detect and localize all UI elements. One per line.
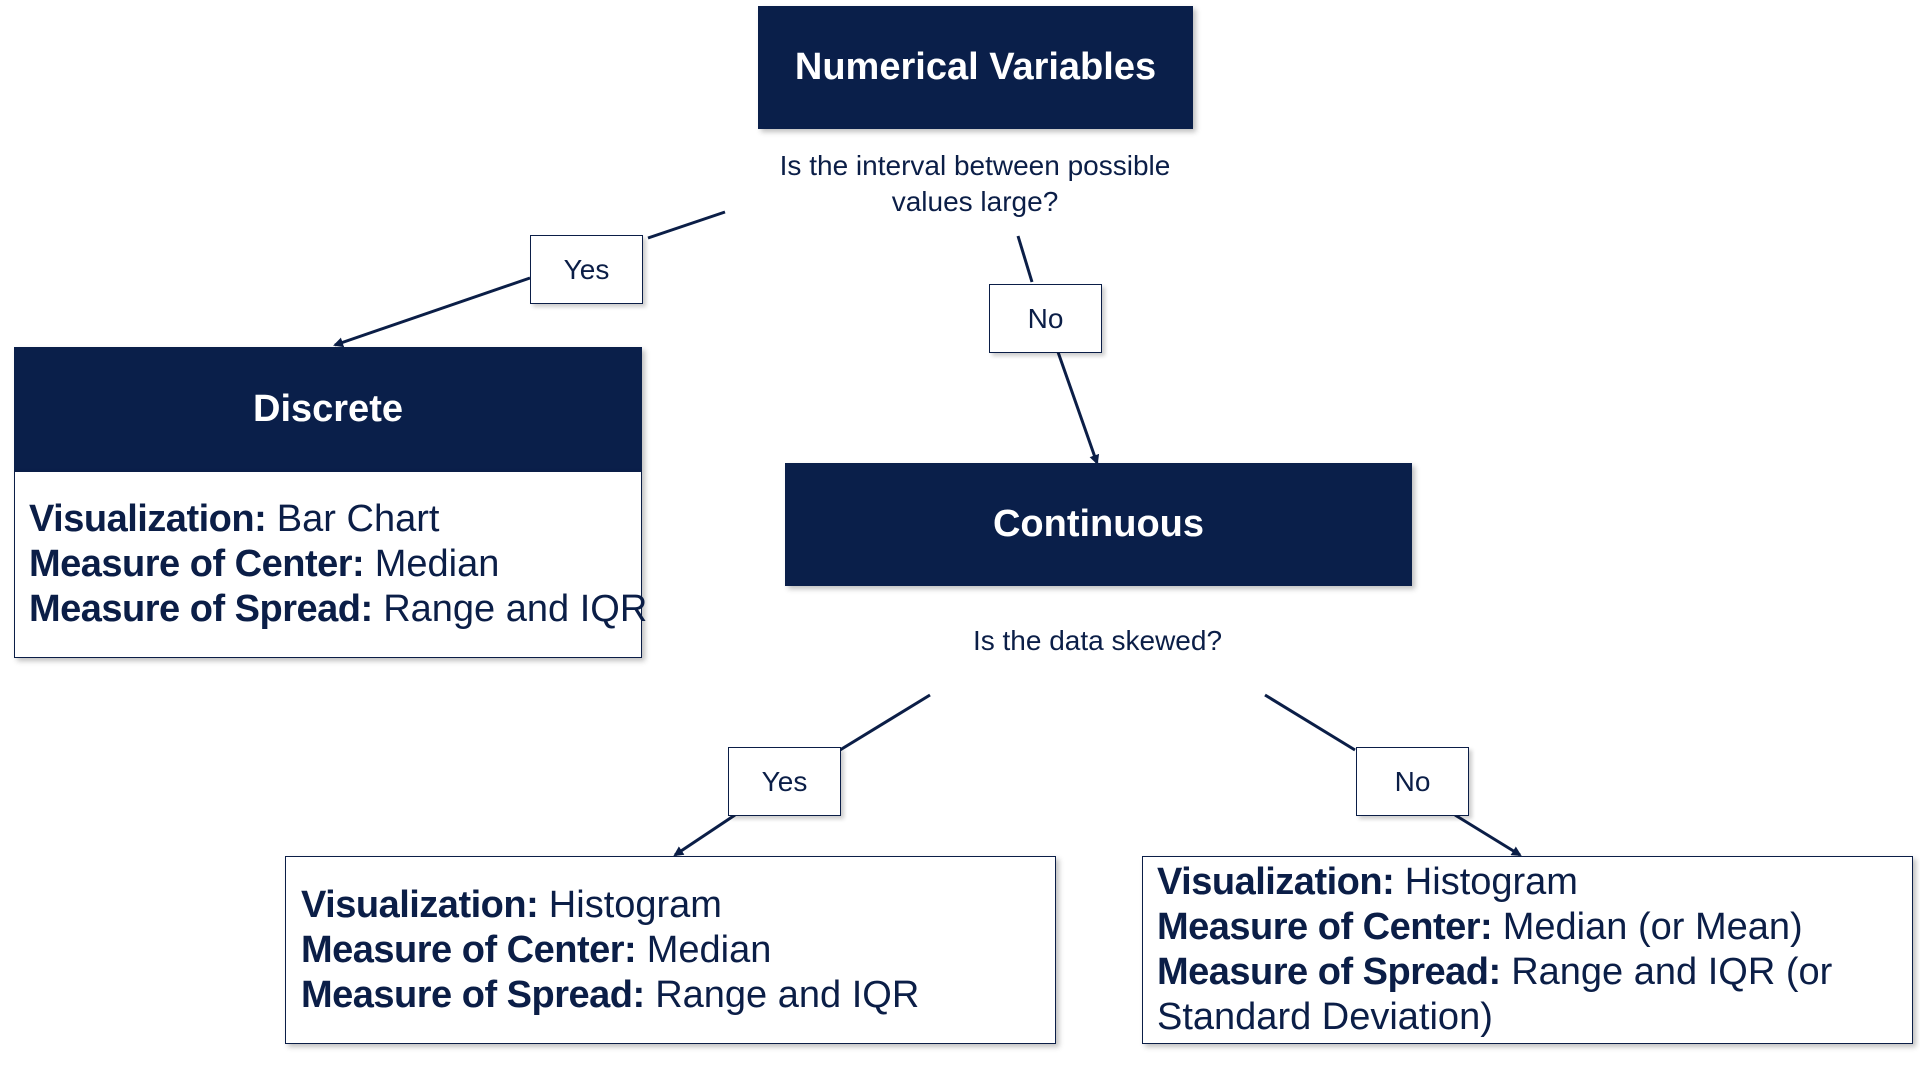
edge-cont-no-lower — [1454, 813, 1522, 857]
edge-label-cont-no: No — [1356, 747, 1469, 816]
edge-cont-yes-lower — [673, 813, 736, 857]
node-discrete: Discrete — [14, 347, 642, 471]
skewed-no-spread: Measure of Spread: Range and IQR (or Sta… — [1157, 951, 1833, 1038]
question-skewed: Is the data skewed? — [885, 623, 1310, 659]
edge-cont-no-upper — [1264, 693, 1356, 752]
skewed-yes-center: Measure of Center: Median — [301, 928, 772, 971]
skewed-no-details-box: Visualization: Histogram Measure of Cent… — [1142, 856, 1913, 1044]
edge-root-yes-lower — [333, 276, 531, 348]
node-continuous-title: Continuous — [992, 503, 1205, 545]
edge-label-cont-no-text: No — [1394, 765, 1431, 797]
skewed-no-visualization: Visualization: Histogram — [1157, 861, 1578, 903]
edge-label-root-no-text: No — [1027, 302, 1064, 334]
node-numerical-variables: Numerical Variables — [758, 6, 1193, 129]
question-skewed-text: Is the data skewed? — [972, 625, 1223, 656]
edge-label-root-yes-text: Yes — [563, 253, 610, 285]
question-interval-text: Is the interval between possible values … — [779, 150, 1171, 217]
node-numerical-variables-title: Numerical Variables — [794, 46, 1157, 88]
skewed-yes-details-box: Visualization: Histogram Measure of Cent… — [285, 856, 1056, 1044]
discrete-visualization: Visualization: Bar Chart — [29, 498, 440, 540]
edge-label-cont-yes: Yes — [728, 747, 841, 816]
edge-label-cont-yes-text: Yes — [761, 765, 808, 797]
skewed-yes-visualization: Visualization: Histogram — [301, 883, 722, 926]
skewed-yes-spread: Measure of Spread: Range and IQR — [301, 973, 920, 1016]
discrete-details-box: Visualization: Bar Chart Measure of Cent… — [14, 471, 648, 658]
discrete-center: Measure of Center: Median — [29, 543, 500, 585]
edge-root-yes-upper — [647, 210, 726, 240]
edge-cont-yes-upper — [839, 693, 931, 752]
discrete-spread: Measure of Spread: Range and IQR — [29, 588, 648, 630]
node-discrete-title: Discrete — [253, 387, 403, 430]
node-continuous: Continuous — [785, 463, 1412, 586]
edge-root-no-upper — [1016, 235, 1034, 283]
question-interval: Is the interval between possible values … — [760, 148, 1190, 220]
edge-label-root-yes: Yes — [530, 235, 643, 304]
edge-label-root-no: No — [989, 284, 1102, 353]
skewed-no-center: Measure of Center: Median (or Mean) — [1157, 906, 1803, 948]
edge-root-no-lower — [1056, 351, 1100, 465]
